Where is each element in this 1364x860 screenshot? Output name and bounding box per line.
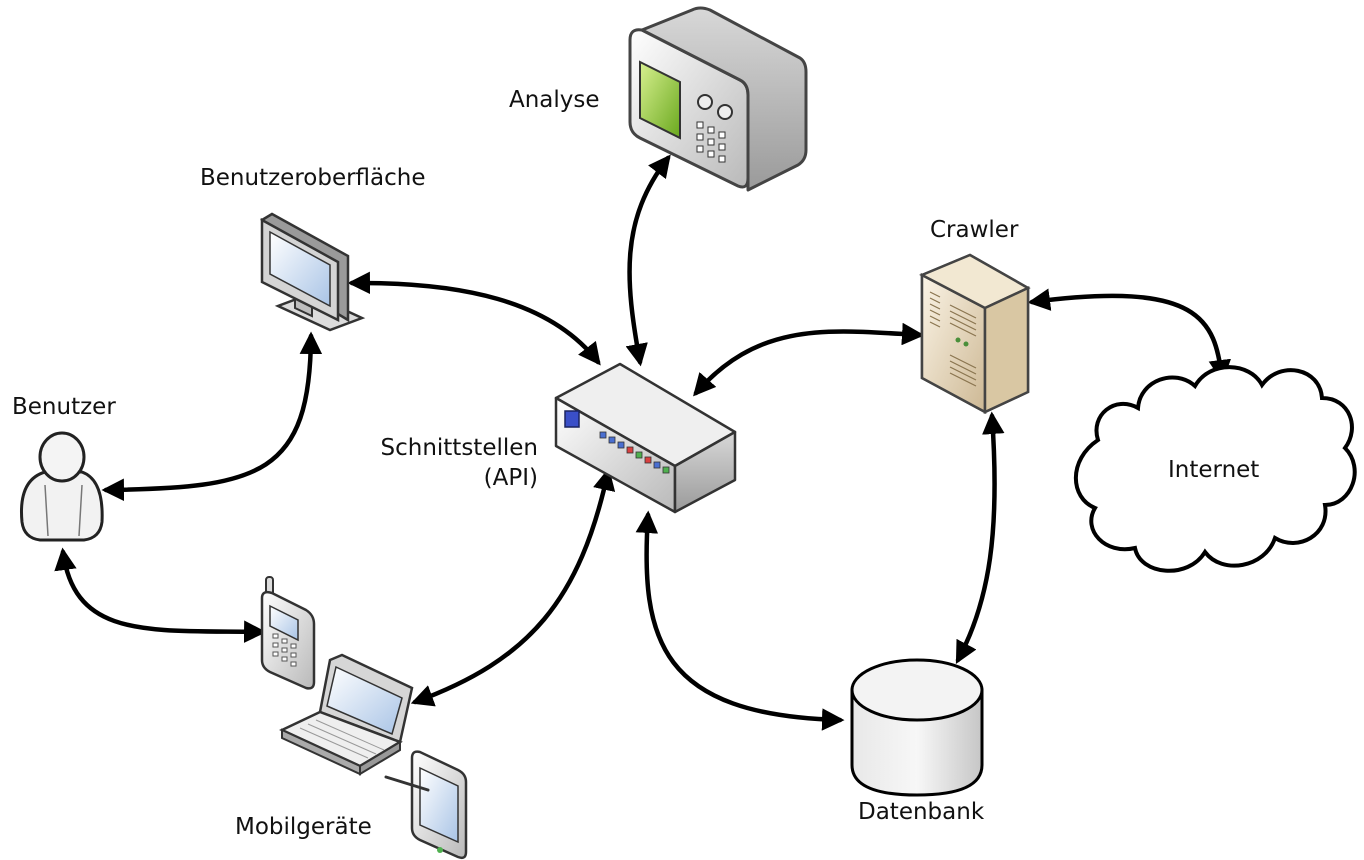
edge-api-analyse [625, 154, 671, 367]
edge-api-database [635, 510, 845, 731]
edge-ui-user [101, 331, 323, 502]
internet-label: Internet [1168, 457, 1259, 483]
mobile-phone-icon [260, 576, 316, 690]
cloud-icon [1074, 365, 1357, 573]
mobile-label: Mobilgeräte [235, 814, 372, 840]
api-label-line1: Schnittstellen [381, 435, 539, 461]
edge-api-crawler [693, 322, 925, 397]
api-label-line2: (API) [484, 465, 538, 491]
monitor-icon [260, 212, 366, 332]
database-label: Datenbank [858, 799, 985, 825]
analyse-label: Analyse [509, 87, 600, 113]
analyzer-device-icon [628, 6, 808, 192]
ui-label: Benutzeroberfläche [200, 165, 426, 191]
network-switch-icon [554, 362, 737, 514]
edge-api-ui [347, 271, 601, 366]
edge-crawler-internet [1027, 288, 1232, 383]
edge-user-mobile [54, 547, 267, 643]
database-icon [850, 658, 984, 797]
laptop-icon [279, 653, 414, 776]
edge-api-mobile [410, 467, 616, 707]
edge-crawler-database [955, 411, 1005, 664]
user-label: Benutzer [12, 394, 116, 420]
crawler-label: Crawler [930, 217, 1019, 243]
tablet-icon [384, 750, 468, 860]
user-icon [19, 431, 104, 542]
server-tower-icon [919, 253, 1031, 415]
